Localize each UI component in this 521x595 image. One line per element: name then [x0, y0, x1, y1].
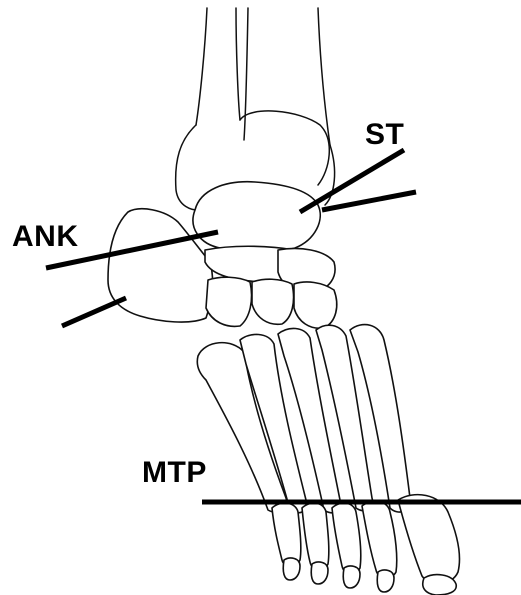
- tibia: [176, 8, 330, 210]
- ankle-axis-line-lower: [62, 298, 126, 326]
- cuneiforms: [206, 277, 337, 328]
- ankle-joint-label: ANK: [12, 222, 79, 252]
- metatarsals: [197, 325, 410, 513]
- subtalar-joint-label: ST: [365, 120, 404, 150]
- fibula: [318, 8, 335, 205]
- talus: [193, 182, 320, 252]
- mtp-joint-label: MTP: [142, 458, 207, 488]
- subtalar-axis-line-lower: [322, 192, 416, 210]
